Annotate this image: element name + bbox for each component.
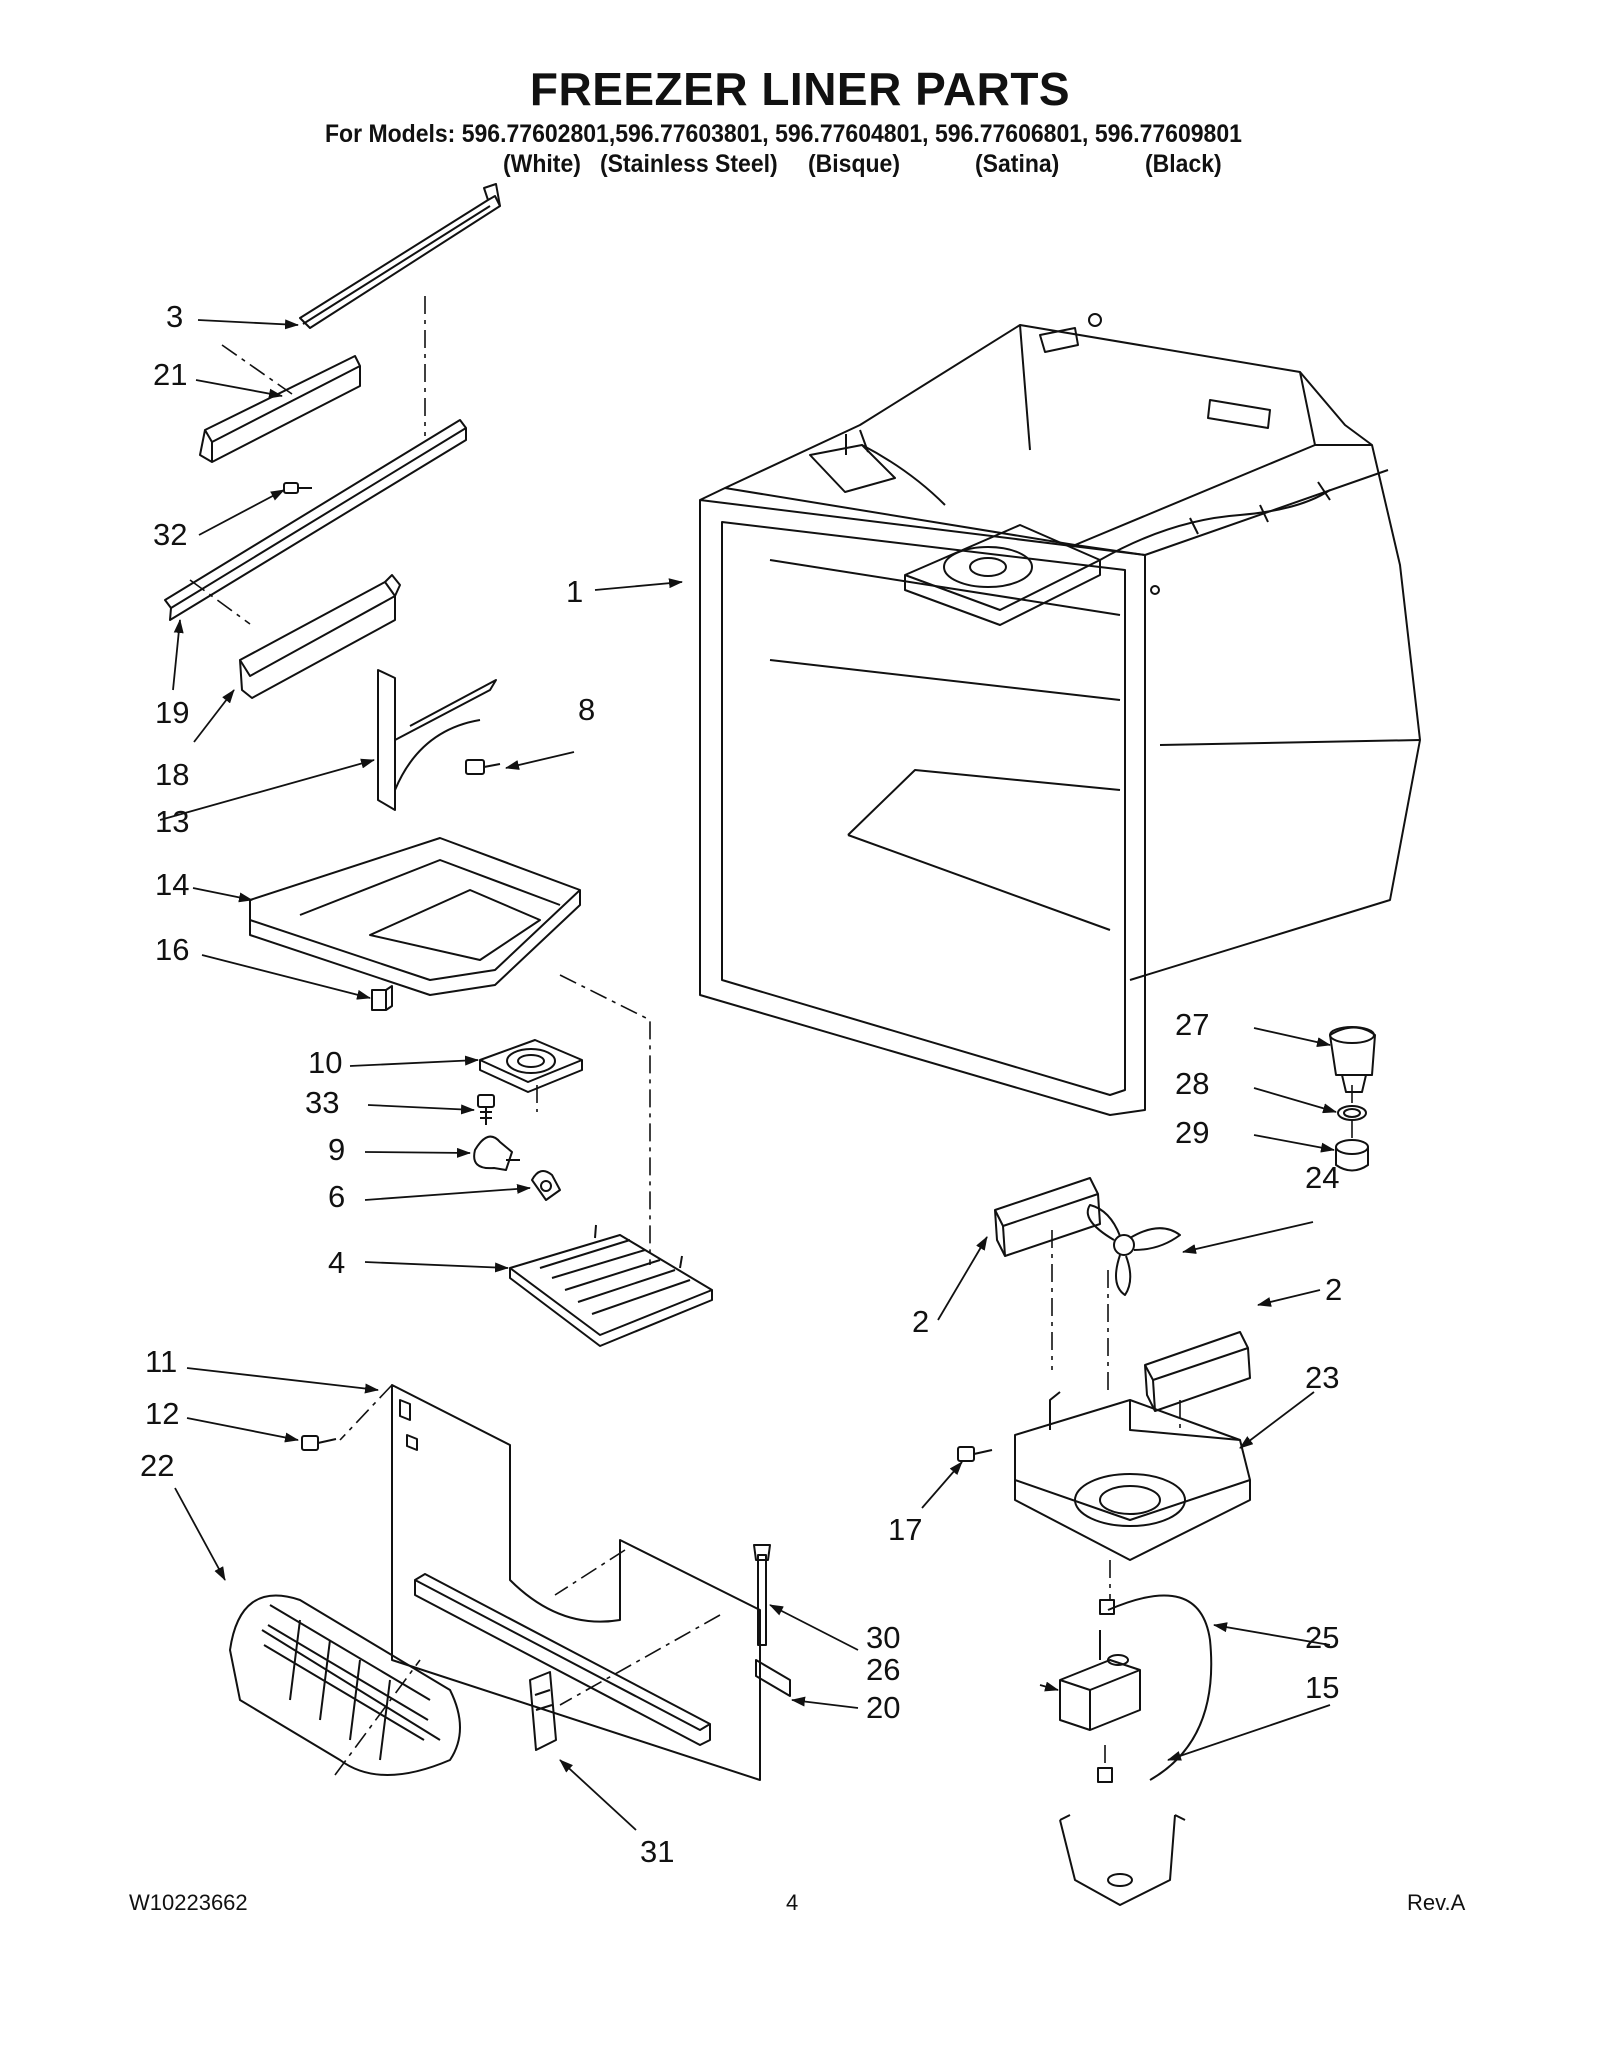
callout-16: 16: [155, 932, 189, 967]
callout-2-right: 2: [1325, 1272, 1342, 1307]
part-17-screw: [957, 1446, 993, 1462]
part-21-bracket: [199, 355, 361, 463]
part-18-cover: [239, 574, 401, 699]
callout-23: 23: [1305, 1360, 1339, 1395]
part-28-gasket: [1337, 1105, 1367, 1121]
part-31-clip: [529, 1671, 557, 1751]
part-6-socket: [531, 1170, 561, 1201]
part-23-shroud: [1014, 1391, 1251, 1561]
callout-18: 18: [155, 757, 189, 792]
callout-15: 15: [1305, 1670, 1339, 1705]
callout-19: 19: [155, 695, 189, 730]
part-15-bracket: [1059, 1767, 1186, 1906]
part-11-panel: [391, 1384, 761, 1781]
color-label-black: (Black): [1145, 150, 1222, 178]
models-line: For Models: 596.77602801,596.77603801, 5…: [325, 120, 1242, 148]
callout-20: 20: [866, 1690, 900, 1725]
callout-14: 14: [155, 867, 189, 902]
part-10-housing: [479, 1039, 583, 1093]
callout-12: 12: [145, 1396, 179, 1431]
part-12-screw: [301, 1435, 337, 1451]
part-19-slide: [164, 419, 467, 621]
part-3-rail: [299, 183, 501, 329]
color-label-white: (White): [503, 150, 581, 178]
callout-1: 1: [566, 574, 583, 609]
callout-25: 25: [1305, 1620, 1339, 1655]
callout-30: 30: [866, 1620, 900, 1655]
callout-21: 21: [153, 357, 187, 392]
part-33-screw: [477, 1094, 495, 1125]
callout-11: 11: [145, 1344, 177, 1379]
part-22-grille: [229, 1594, 461, 1776]
callout-26: 26: [866, 1652, 900, 1687]
part-27-drain-fitting: [1329, 1026, 1376, 1093]
part-9-bulb: [473, 1135, 520, 1171]
callout-8: 8: [578, 692, 595, 727]
part-25-harness: [1099, 1594, 1213, 1781]
callout-28: 28: [1175, 1066, 1209, 1101]
part-8-screw: [465, 759, 501, 775]
page-title: FREEZER LINER PARTS: [529, 63, 1071, 115]
callout-3: 3: [166, 299, 183, 334]
part-32-screw: [283, 482, 312, 494]
callout-33: 33: [305, 1085, 339, 1120]
footer-doc-number: W10223662: [129, 1890, 248, 1915]
callout-27: 27: [1175, 1007, 1209, 1042]
callout-32: 32: [153, 517, 187, 552]
color-label-bisque: (Bisque): [808, 150, 900, 178]
part-30-thermistor: [753, 1544, 771, 1646]
callout-29: 29: [1175, 1115, 1209, 1150]
callout-10: 10: [308, 1045, 342, 1080]
part-1-liner: [699, 313, 1421, 1116]
callout-6: 6: [328, 1179, 345, 1214]
part-4-grille: [509, 1224, 713, 1347]
callout-9: 9: [328, 1132, 345, 1167]
part-14-tray: [249, 837, 581, 996]
part-13-panel: [377, 669, 497, 811]
part-26-motor: [1059, 1630, 1141, 1731]
part-20-strip: [414, 1573, 791, 1746]
part-16-clip: [371, 985, 393, 1011]
callout-4: 4: [328, 1245, 345, 1280]
callout-2-left: 2: [912, 1304, 929, 1339]
callout-13: 13: [155, 804, 189, 839]
footer-page-number: 4: [786, 1890, 799, 1915]
callout-24: 24: [1305, 1160, 1339, 1195]
footer-revision: Rev.A: [1407, 1890, 1466, 1915]
part-29-cap: [1335, 1139, 1369, 1172]
callout-31: 31: [640, 1834, 674, 1869]
part-24-fan-blade: [1086, 1204, 1181, 1296]
part-2-block-left: [994, 1177, 1101, 1257]
color-label-satina: (Satina): [975, 150, 1060, 178]
callout-22: 22: [140, 1448, 174, 1483]
part-2-block-right: [1144, 1331, 1251, 1412]
color-label-stainless: (Stainless Steel): [600, 150, 778, 178]
callout-17: 17: [888, 1512, 922, 1547]
